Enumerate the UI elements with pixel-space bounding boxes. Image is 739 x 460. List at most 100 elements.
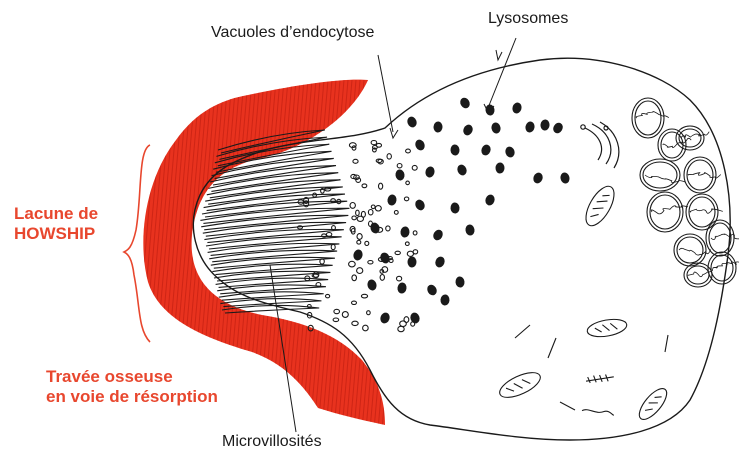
- lysosome: [495, 162, 504, 173]
- lysosome: [551, 121, 564, 135]
- golgi-arcs: [581, 122, 619, 168]
- vacuole: [322, 234, 327, 237]
- lysosome: [532, 171, 545, 185]
- vacuole: [307, 305, 311, 308]
- lysosome: [434, 255, 447, 269]
- vacuole: [412, 165, 417, 170]
- lysosomes-small-mark: [496, 50, 502, 60]
- vacuole: [367, 311, 371, 315]
- lysosome: [484, 193, 496, 206]
- lysosome: [540, 119, 550, 131]
- label-vacuoles-endocytose: Vacuoles d’endocytose: [211, 24, 374, 42]
- label-lysosomes: Lysosomes: [488, 10, 568, 28]
- vacuole: [376, 159, 382, 163]
- vacuole: [357, 240, 361, 244]
- vacuole: [406, 149, 411, 153]
- vacuole: [379, 183, 383, 189]
- vacuole: [362, 184, 367, 188]
- vacuole: [387, 154, 391, 159]
- mitochondria-group: [496, 182, 671, 424]
- label-lacune-line2: HOWSHIP: [14, 224, 98, 244]
- vacuole: [357, 216, 363, 221]
- lysosome: [379, 251, 392, 265]
- lysosome: [455, 276, 465, 288]
- vacuole: [395, 251, 400, 254]
- vacuole: [371, 141, 377, 145]
- mitochondrion: [586, 374, 615, 383]
- lysosome: [504, 145, 516, 158]
- nucleus-inner: [643, 162, 677, 188]
- vacuole: [397, 164, 402, 168]
- nucleus-envelope: [708, 252, 736, 284]
- vacuole: [405, 242, 409, 246]
- lysosomes-leader: [488, 38, 516, 108]
- vacuole: [365, 241, 369, 245]
- lysosome: [352, 249, 363, 262]
- nucleus: [658, 129, 691, 161]
- vacuoles-leader: [378, 55, 393, 132]
- chromatin: [711, 234, 739, 240]
- nucleus: [647, 192, 688, 232]
- vacuole: [331, 199, 336, 203]
- vacuole: [352, 301, 357, 304]
- vacuole: [373, 148, 377, 152]
- mitochondrion: [582, 409, 614, 415]
- vacuole: [398, 326, 404, 331]
- vacuoles-leader-tick: [390, 128, 398, 138]
- vacuole: [375, 206, 381, 211]
- nucleus-envelope: [640, 159, 680, 191]
- lysosome: [450, 144, 460, 155]
- lysosome: [397, 282, 408, 294]
- lysosome: [525, 121, 536, 134]
- label-microvillosites: Microvillosités: [222, 433, 322, 451]
- lysosome: [490, 122, 501, 135]
- lysosome: [414, 138, 427, 152]
- er-fragment: [515, 325, 530, 338]
- chromatin: [681, 132, 709, 138]
- nucleus: [686, 194, 723, 230]
- nucleus-inner: [650, 195, 680, 229]
- mitochondrion: [635, 384, 672, 423]
- nucleus-inner: [679, 129, 701, 147]
- lysosome: [431, 228, 444, 242]
- vacuole: [333, 318, 339, 322]
- vacuole: [363, 325, 369, 331]
- nucleus: [674, 234, 711, 266]
- mitochondrion: [496, 368, 543, 403]
- label-lacune-line1: Lacune de: [14, 204, 98, 224]
- vacuole: [350, 203, 355, 209]
- vacuole: [361, 294, 367, 298]
- er-fragment: [548, 338, 556, 358]
- lysosome: [456, 163, 468, 177]
- vacuole: [352, 275, 357, 281]
- lysosome: [425, 283, 438, 297]
- lysosome: [559, 172, 570, 185]
- vacuole: [342, 312, 348, 318]
- label-travee-line1: Travée osseuse: [46, 367, 218, 387]
- vacuole: [357, 268, 363, 274]
- nucleus-envelope: [658, 129, 686, 161]
- vacuole: [406, 181, 410, 185]
- label-travee-osseuse: Travée osseuse en voie de résorption: [46, 367, 218, 406]
- nucleus: [640, 159, 685, 191]
- bone-hatch-line: [386, 80, 416, 430]
- nucleus: [706, 220, 739, 256]
- vacuole: [404, 317, 409, 323]
- vacuole: [353, 159, 358, 163]
- bone-hatch-line: [374, 80, 404, 430]
- microvillus: [209, 250, 337, 261]
- vacuole: [397, 276, 402, 281]
- lysosome: [462, 123, 475, 137]
- vacuole: [331, 245, 335, 250]
- nucleus-inner: [635, 101, 661, 135]
- nucleus: [684, 263, 717, 287]
- vacuole: [320, 259, 324, 264]
- lysosome: [406, 115, 418, 128]
- label-travee-line2: en voie de résorption: [46, 387, 218, 407]
- vacuole: [349, 261, 356, 267]
- vacuole: [371, 205, 375, 209]
- lysosome: [433, 121, 442, 132]
- er-fragment: [560, 402, 575, 410]
- vacuole: [380, 275, 384, 281]
- lysosome: [395, 169, 405, 181]
